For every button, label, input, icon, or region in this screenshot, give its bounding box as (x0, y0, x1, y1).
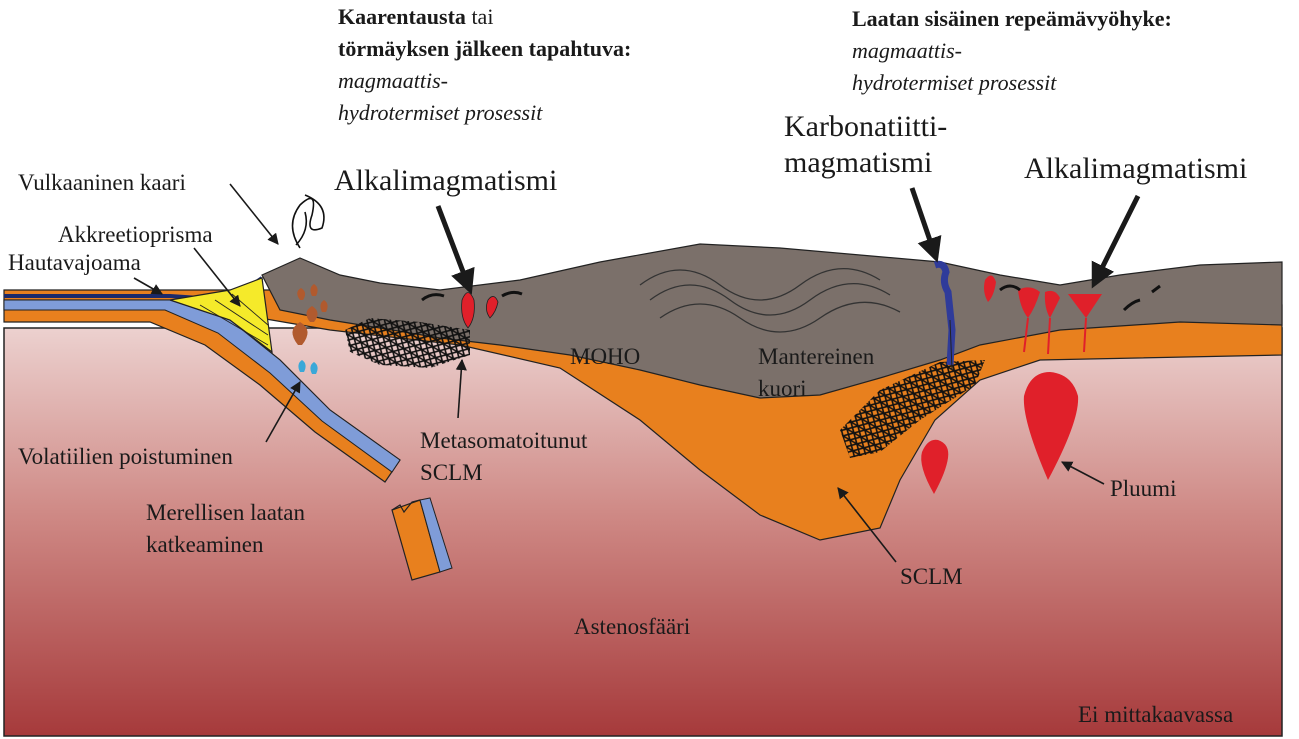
alkali-left-label: Alkalimagmatismi (334, 164, 557, 197)
accretionary-prism-label: Akkreetioprisma (58, 222, 213, 247)
right-header-line-3: hydrotermiset prosessit (852, 70, 1057, 95)
left-header-line-4: hydrotermiset prosessit (338, 100, 543, 125)
asthenosphere-label: Astenosfääri (574, 614, 690, 639)
sclm-label: SCLM (900, 564, 963, 589)
left-header-line-3: magmaattis- (338, 68, 448, 93)
continental-crust-label-1: Mantereinen (758, 344, 875, 369)
right-header-line-2: magmaattis- (852, 38, 962, 63)
slab-break-label-2: katkeaminen (146, 532, 264, 557)
right-header-line-1: Laatan sisäinen repeämävyöhyke: (852, 6, 1172, 31)
volcano-plume (293, 195, 324, 248)
scale-note: Ei mittakaavassa (1078, 702, 1233, 727)
plume-label: Pluumi (1110, 476, 1176, 501)
metasomatized-sclm-label-2: SCLM (420, 460, 483, 485)
carbonatite-label-1: Karbonatiitti- (784, 110, 947, 143)
left-header-line-2: törmäyksen jälkeen tapahtuva: (338, 36, 631, 61)
continental-crust-label-2: kuori (758, 376, 807, 401)
moho-label: MOHO (570, 344, 640, 369)
trench-label: Hautavajoama (8, 250, 141, 275)
alkali-right-label: Alkalimagmatismi (1024, 152, 1247, 185)
slab-break-label-1: Merellisen laatan (146, 500, 306, 525)
volatile-release-label: Volatiilien poistuminen (18, 444, 233, 469)
volcanic-arc-label: Vulkaaninen kaari (18, 170, 186, 195)
metasomatized-sclm-label-1: Metasomatoitunut (420, 428, 588, 453)
carbonatite-label-2: magmatismi (784, 146, 932, 179)
left-header-line-1: Kaarentausta tai (338, 4, 493, 29)
